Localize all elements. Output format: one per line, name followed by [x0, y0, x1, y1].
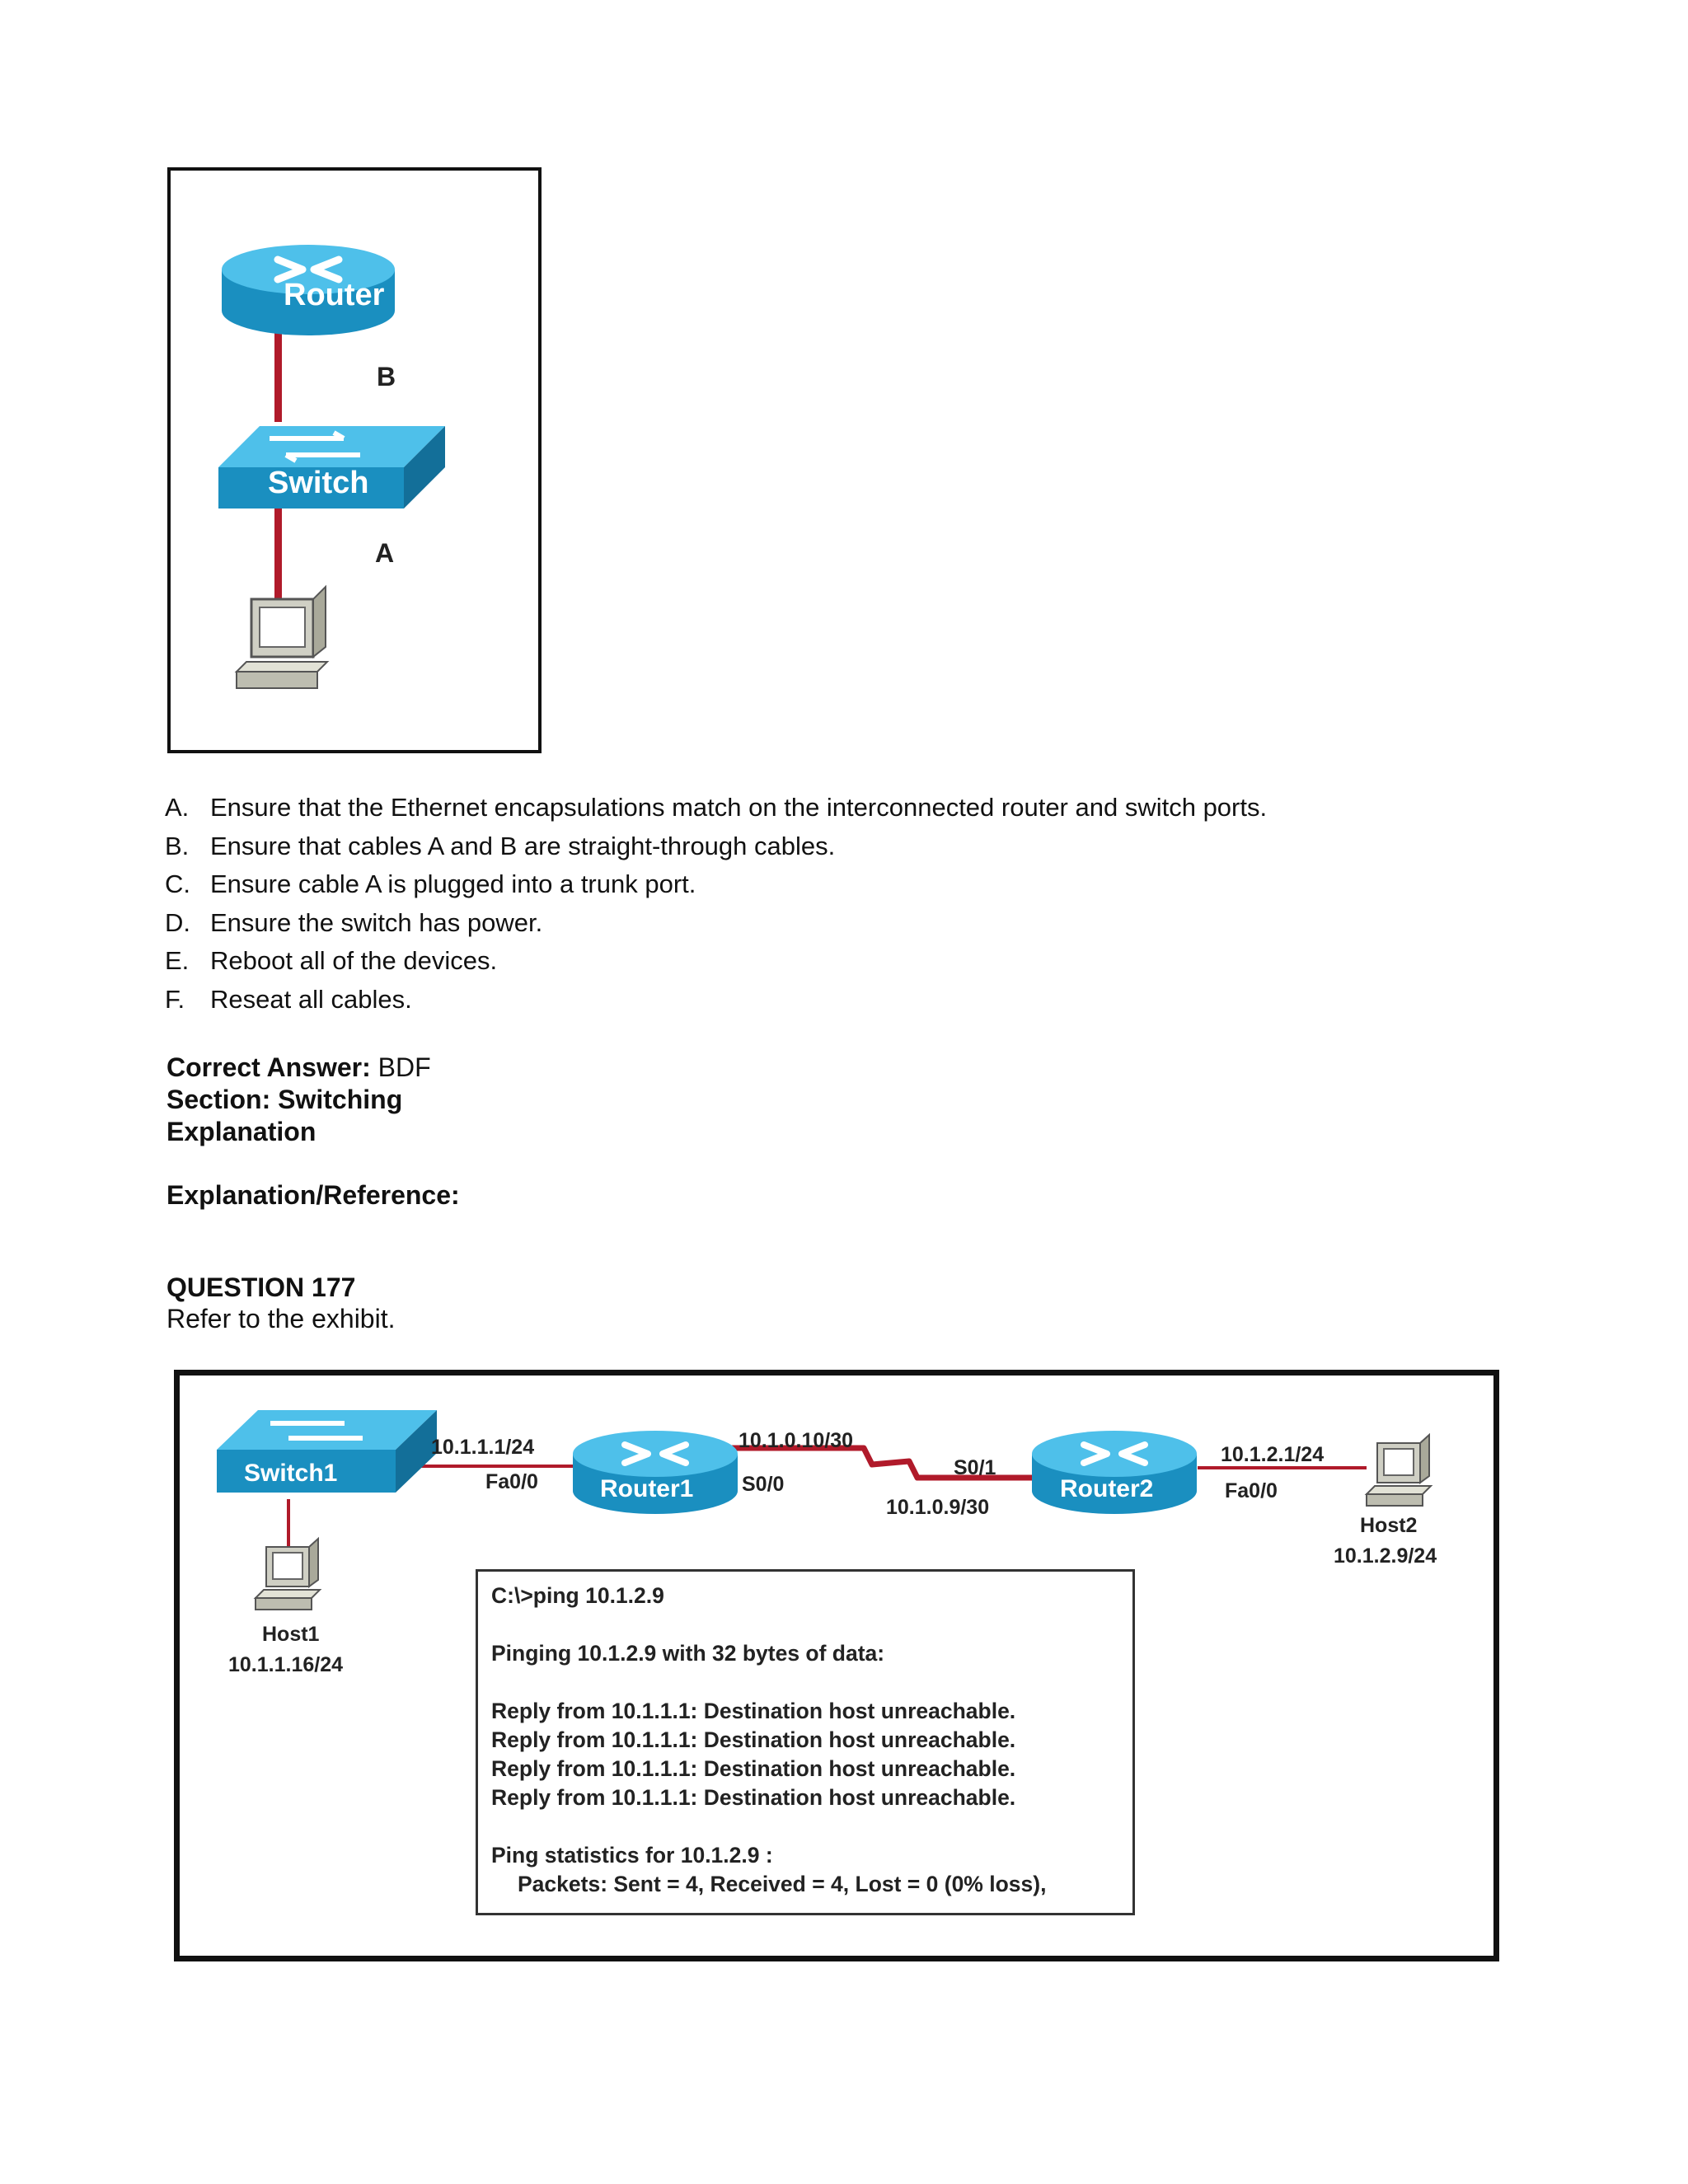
option-f: F.Reseat all cables. [165, 981, 1566, 1019]
r1-fa-if-label: Fa0/0 [485, 1470, 538, 1494]
r2-fa-ip-label: 10.1.2.1/24 [1221, 1443, 1324, 1467]
host2-name: Host2 [1360, 1514, 1417, 1538]
option-letter: C. [165, 865, 210, 904]
explanation-reference-heading: Explanation/Reference: [166, 1179, 460, 1212]
r2-fa-if-label: Fa0/0 [1225, 1479, 1278, 1503]
console-command: C:\>ping 10.1.2.9 [491, 1582, 1119, 1610]
question-prompt: Refer to the exhibit. [166, 1302, 395, 1335]
console-reply: Reply from 10.1.1.1: Destination host un… [491, 1697, 1119, 1726]
cable-b [274, 323, 282, 422]
console-reply: Reply from 10.1.1.1: Destination host un… [491, 1726, 1119, 1755]
correct-answer-value: BDF [378, 1052, 431, 1082]
cable-b-label: B [377, 362, 396, 392]
option-letter: A. [165, 789, 210, 827]
question-title: QUESTION 177 [166, 1271, 355, 1304]
switch-label: Switch [268, 466, 368, 501]
exhibit1-drawing [171, 171, 538, 750]
section-label: Section: Switching [166, 1083, 402, 1116]
r2-s-ip-label: 10.1.0.9/30 [886, 1496, 989, 1520]
option-letter: B. [165, 827, 210, 866]
console-reply: Reply from 10.1.1.1: Destination host un… [491, 1755, 1119, 1783]
host2-ip: 10.1.2.9/24 [1334, 1544, 1437, 1568]
console-reply: Reply from 10.1.1.1: Destination host un… [491, 1783, 1119, 1812]
option-a: A.Ensure that the Ethernet encapsulation… [165, 789, 1566, 827]
correct-answer-label: Correct Answer: [166, 1052, 371, 1082]
host1-ip: 10.1.1.16/24 [228, 1653, 343, 1677]
option-text: Ensure cable A is plugged into a trunk p… [210, 869, 696, 898]
router-label: Router [284, 278, 384, 313]
option-e: E.Reboot all of the devices. [165, 942, 1566, 981]
exhibit-topology-2: Switch1 Router1 Router2 10.1.1.1/24 Fa0/… [174, 1370, 1499, 1961]
option-letter: F. [165, 981, 210, 1019]
host1-pc-icon [256, 1539, 320, 1610]
option-text: Ensure the switch has power. [210, 908, 542, 937]
r2-s-if-label: S0/1 [954, 1456, 996, 1480]
r1-fa-ip-label: 10.1.1.1/24 [431, 1436, 534, 1460]
option-c: C.Ensure cable A is plugged into a trunk… [165, 865, 1566, 904]
option-b: B.Ensure that cables A and B are straigh… [165, 827, 1566, 866]
pc-icon [237, 587, 327, 688]
host1-name: Host1 [262, 1623, 319, 1647]
answer-options: A.Ensure that the Ethernet encapsulation… [165, 789, 1566, 1019]
router1-label: Router1 [600, 1475, 693, 1503]
option-text: Ensure that the Ethernet encapsulations … [210, 793, 1267, 822]
ping-console-output: C:\>ping 10.1.2.9 Pinging 10.1.2.9 with … [476, 1569, 1135, 1915]
cable-a [274, 500, 282, 603]
console-stats-title: Ping statistics for 10.1.2.9 : [491, 1841, 1119, 1870]
console-stats: Packets: Sent = 4, Received = 4, Lost = … [491, 1870, 1119, 1899]
network-links [288, 1448, 1367, 1549]
console-pinging: Pinging 10.1.2.9 with 32 bytes of data: [491, 1639, 1119, 1668]
router2-label: Router2 [1060, 1475, 1153, 1503]
correct-answer: Correct Answer: BDF [166, 1051, 431, 1084]
option-letter: E. [165, 942, 210, 981]
option-d: D.Ensure the switch has power. [165, 904, 1566, 943]
exhibit-topology-1: Router Switch B A [167, 167, 542, 753]
r1-s-if-label: S0/0 [742, 1473, 784, 1497]
option-text: Reseat all cables. [210, 985, 412, 1014]
switch1-label: Switch1 [244, 1460, 337, 1488]
explanation-heading: Explanation [166, 1115, 316, 1148]
option-letter: D. [165, 904, 210, 943]
option-text: Reboot all of the devices. [210, 946, 497, 975]
r1-s-ip-label: 10.1.0.10/30 [738, 1429, 853, 1453]
option-text: Ensure that cables A and B are straight-… [210, 832, 835, 860]
cable-a-label: A [375, 538, 394, 569]
host2-pc-icon [1367, 1435, 1431, 1506]
